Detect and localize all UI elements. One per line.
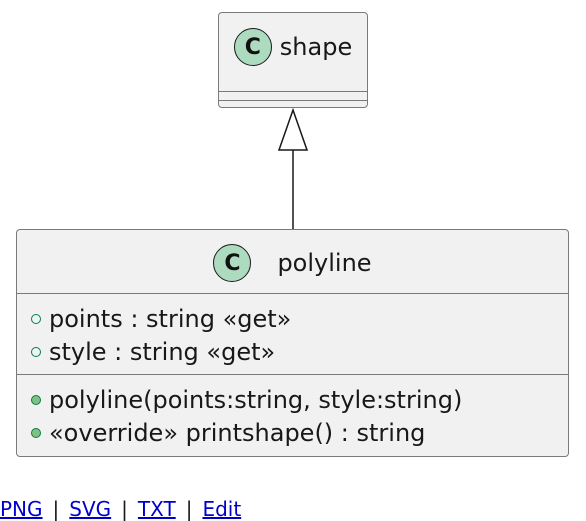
class-polyline: C polyline points : string «get» style :…	[16, 229, 569, 457]
link-separator: |	[185, 497, 193, 521]
method-text: polyline(points:string, style:string)	[49, 386, 463, 414]
edit-link[interactable]: Edit	[202, 497, 242, 521]
class-shape: C shape	[218, 12, 368, 108]
public-method-icon	[31, 428, 41, 438]
methods-divider	[17, 374, 568, 375]
method-row: polyline(points:string, style:string)	[31, 388, 462, 412]
class-stereotype-icon: C	[213, 244, 252, 282]
methods-divider	[219, 100, 367, 101]
link-separator: |	[121, 497, 128, 521]
class-name: shape	[279, 33, 353, 61]
public-field-icon	[31, 347, 41, 357]
field-row: style : string «get»	[31, 340, 275, 364]
class-stereotype-icon: C	[233, 28, 272, 66]
link-separator: |	[52, 497, 60, 521]
txt-link[interactable]: TXT	[137, 497, 176, 521]
export-links: PNG | SVG | TXT | Edit	[0, 497, 241, 521]
png-link[interactable]: PNG	[0, 497, 43, 521]
class-name: polyline	[277, 249, 372, 277]
public-method-icon	[31, 395, 41, 405]
svg-link[interactable]: SVG	[69, 497, 112, 521]
field-text: style : string «get»	[49, 338, 276, 366]
inheritance-arrowhead	[277, 107, 309, 151]
public-field-icon	[31, 314, 41, 324]
method-text: «override» printshape() : string	[49, 419, 426, 447]
class-shape-header: C shape	[219, 25, 367, 69]
field-row: points : string «get»	[31, 307, 291, 331]
method-row: «override» printshape() : string	[31, 421, 425, 445]
attributes-divider	[219, 91, 367, 92]
field-text: points : string «get»	[49, 305, 292, 333]
attributes-divider	[17, 293, 568, 294]
class-polyline-header: C polyline	[17, 243, 568, 283]
